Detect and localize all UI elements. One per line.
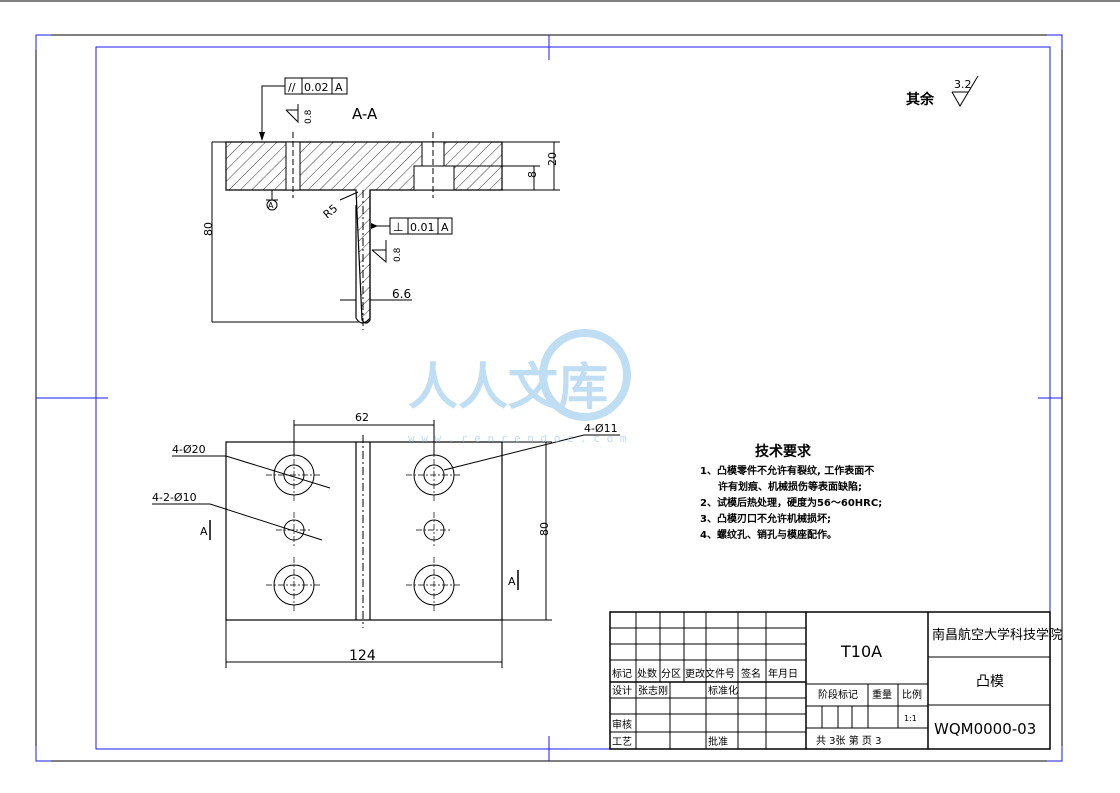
tech-req-item: 2、试模后热处理，硬度为56～60HRC;	[700, 496, 882, 509]
gdt-perp-frame: ⊥ 0.01 A	[371, 217, 453, 235]
header-sign: 签名	[741, 667, 761, 680]
roughness-small-value-2: 0.8	[393, 247, 403, 262]
weight-label: 重量	[872, 688, 892, 701]
svg-text:20: 20	[546, 152, 559, 166]
tech-req-item: 4、螺纹孔、销孔与模座配作。	[700, 528, 837, 541]
header-date: 年月日	[768, 667, 798, 680]
svg-text:A: A	[508, 575, 516, 588]
gdt-parallel-frame: // 0.02 A	[259, 77, 348, 141]
dim-radius: R5	[321, 202, 341, 221]
dim-thickness: 6.6	[392, 287, 411, 301]
dim-width-62	[293, 420, 435, 455]
svg-text:A: A	[335, 81, 343, 94]
drawing-no: WQM0000-03	[934, 720, 1036, 738]
school: 南昌航空大学科技学院	[932, 627, 1062, 643]
svg-text:0.02: 0.02	[304, 81, 329, 94]
watermark-logo: 人人文库 w w w . r e n r e n d o c . c o m	[408, 329, 631, 445]
dim-right-section	[454, 141, 560, 191]
roughness-symbol-icon	[951, 75, 979, 107]
roughness-small-icon	[285, 104, 299, 124]
svg-text:A: A	[441, 221, 449, 234]
label-holes-11: 4-Ø11	[584, 422, 618, 435]
section-mark-left: A	[200, 520, 211, 540]
header-count: 处数	[637, 667, 657, 680]
section-mark-right: A	[508, 570, 519, 590]
header-zone: 分区	[661, 668, 681, 680]
svg-text:124: 124	[349, 648, 376, 664]
standard-label: 标准化	[708, 684, 738, 697]
section-title: A-A	[352, 105, 378, 123]
section-view	[225, 132, 503, 330]
dim-width-124	[225, 620, 503, 668]
datum-marker: A	[266, 190, 278, 211]
scale: 1:1	[904, 714, 917, 723]
svg-text:80: 80	[538, 522, 551, 536]
roughness-small-value-1: 0.8	[304, 109, 314, 124]
approve-label: 批准	[708, 735, 728, 748]
title-block	[609, 611, 1051, 750]
svg-text://: //	[288, 81, 296, 94]
centering-marks	[35, 34, 1063, 762]
part-name: 凸模	[976, 674, 1004, 690]
svg-text:8: 8	[526, 171, 539, 178]
roughness-value: 3.2	[954, 78, 972, 91]
dim-height-left	[211, 141, 360, 323]
svg-text:w w w . r e n r e n d o c . c: w w w . r e n r e n d o c . c o m	[408, 432, 627, 445]
svg-text:人人文库: 人人文库	[408, 358, 608, 416]
review-label: 审核	[612, 718, 632, 731]
header-mark: 标记	[612, 668, 632, 680]
roughness-small-icon-2	[371, 240, 387, 264]
label-holes-10: 4-2-Ø10	[152, 491, 197, 504]
process-label: 工艺	[612, 736, 632, 748]
tech-req-item: 许有划痕、机械损伤等表面缺陷;	[718, 480, 862, 493]
roughness-label: 其余	[906, 91, 935, 108]
tech-req-item: 3、凸模刃口不允许机械损坏;	[700, 512, 831, 525]
design-label: 设计	[612, 684, 632, 697]
svg-text:⊥: ⊥	[393, 220, 403, 234]
dim-height-right	[502, 441, 552, 621]
svg-text:62: 62	[355, 411, 369, 424]
tech-req-item: 1、凸模零件不允许有裂纹, 工作表面不	[700, 464, 874, 477]
stage-label: 阶段标记	[818, 688, 858, 701]
designer: 张志刚	[638, 684, 668, 697]
svg-text:0.01: 0.01	[410, 221, 435, 234]
scale-label: 比例	[902, 688, 922, 701]
svg-text:A: A	[268, 201, 274, 210]
svg-text:A: A	[200, 525, 208, 538]
header-doc: 更改文件号	[685, 667, 735, 680]
svg-text:80: 80	[202, 222, 215, 236]
plan-view	[225, 435, 503, 628]
material: T10A	[840, 642, 882, 661]
label-holes-20: 4-Ø20	[172, 443, 206, 456]
tech-req-title: 技术要求	[755, 443, 812, 460]
sheets: 共 3张 第 页 3	[816, 734, 881, 747]
